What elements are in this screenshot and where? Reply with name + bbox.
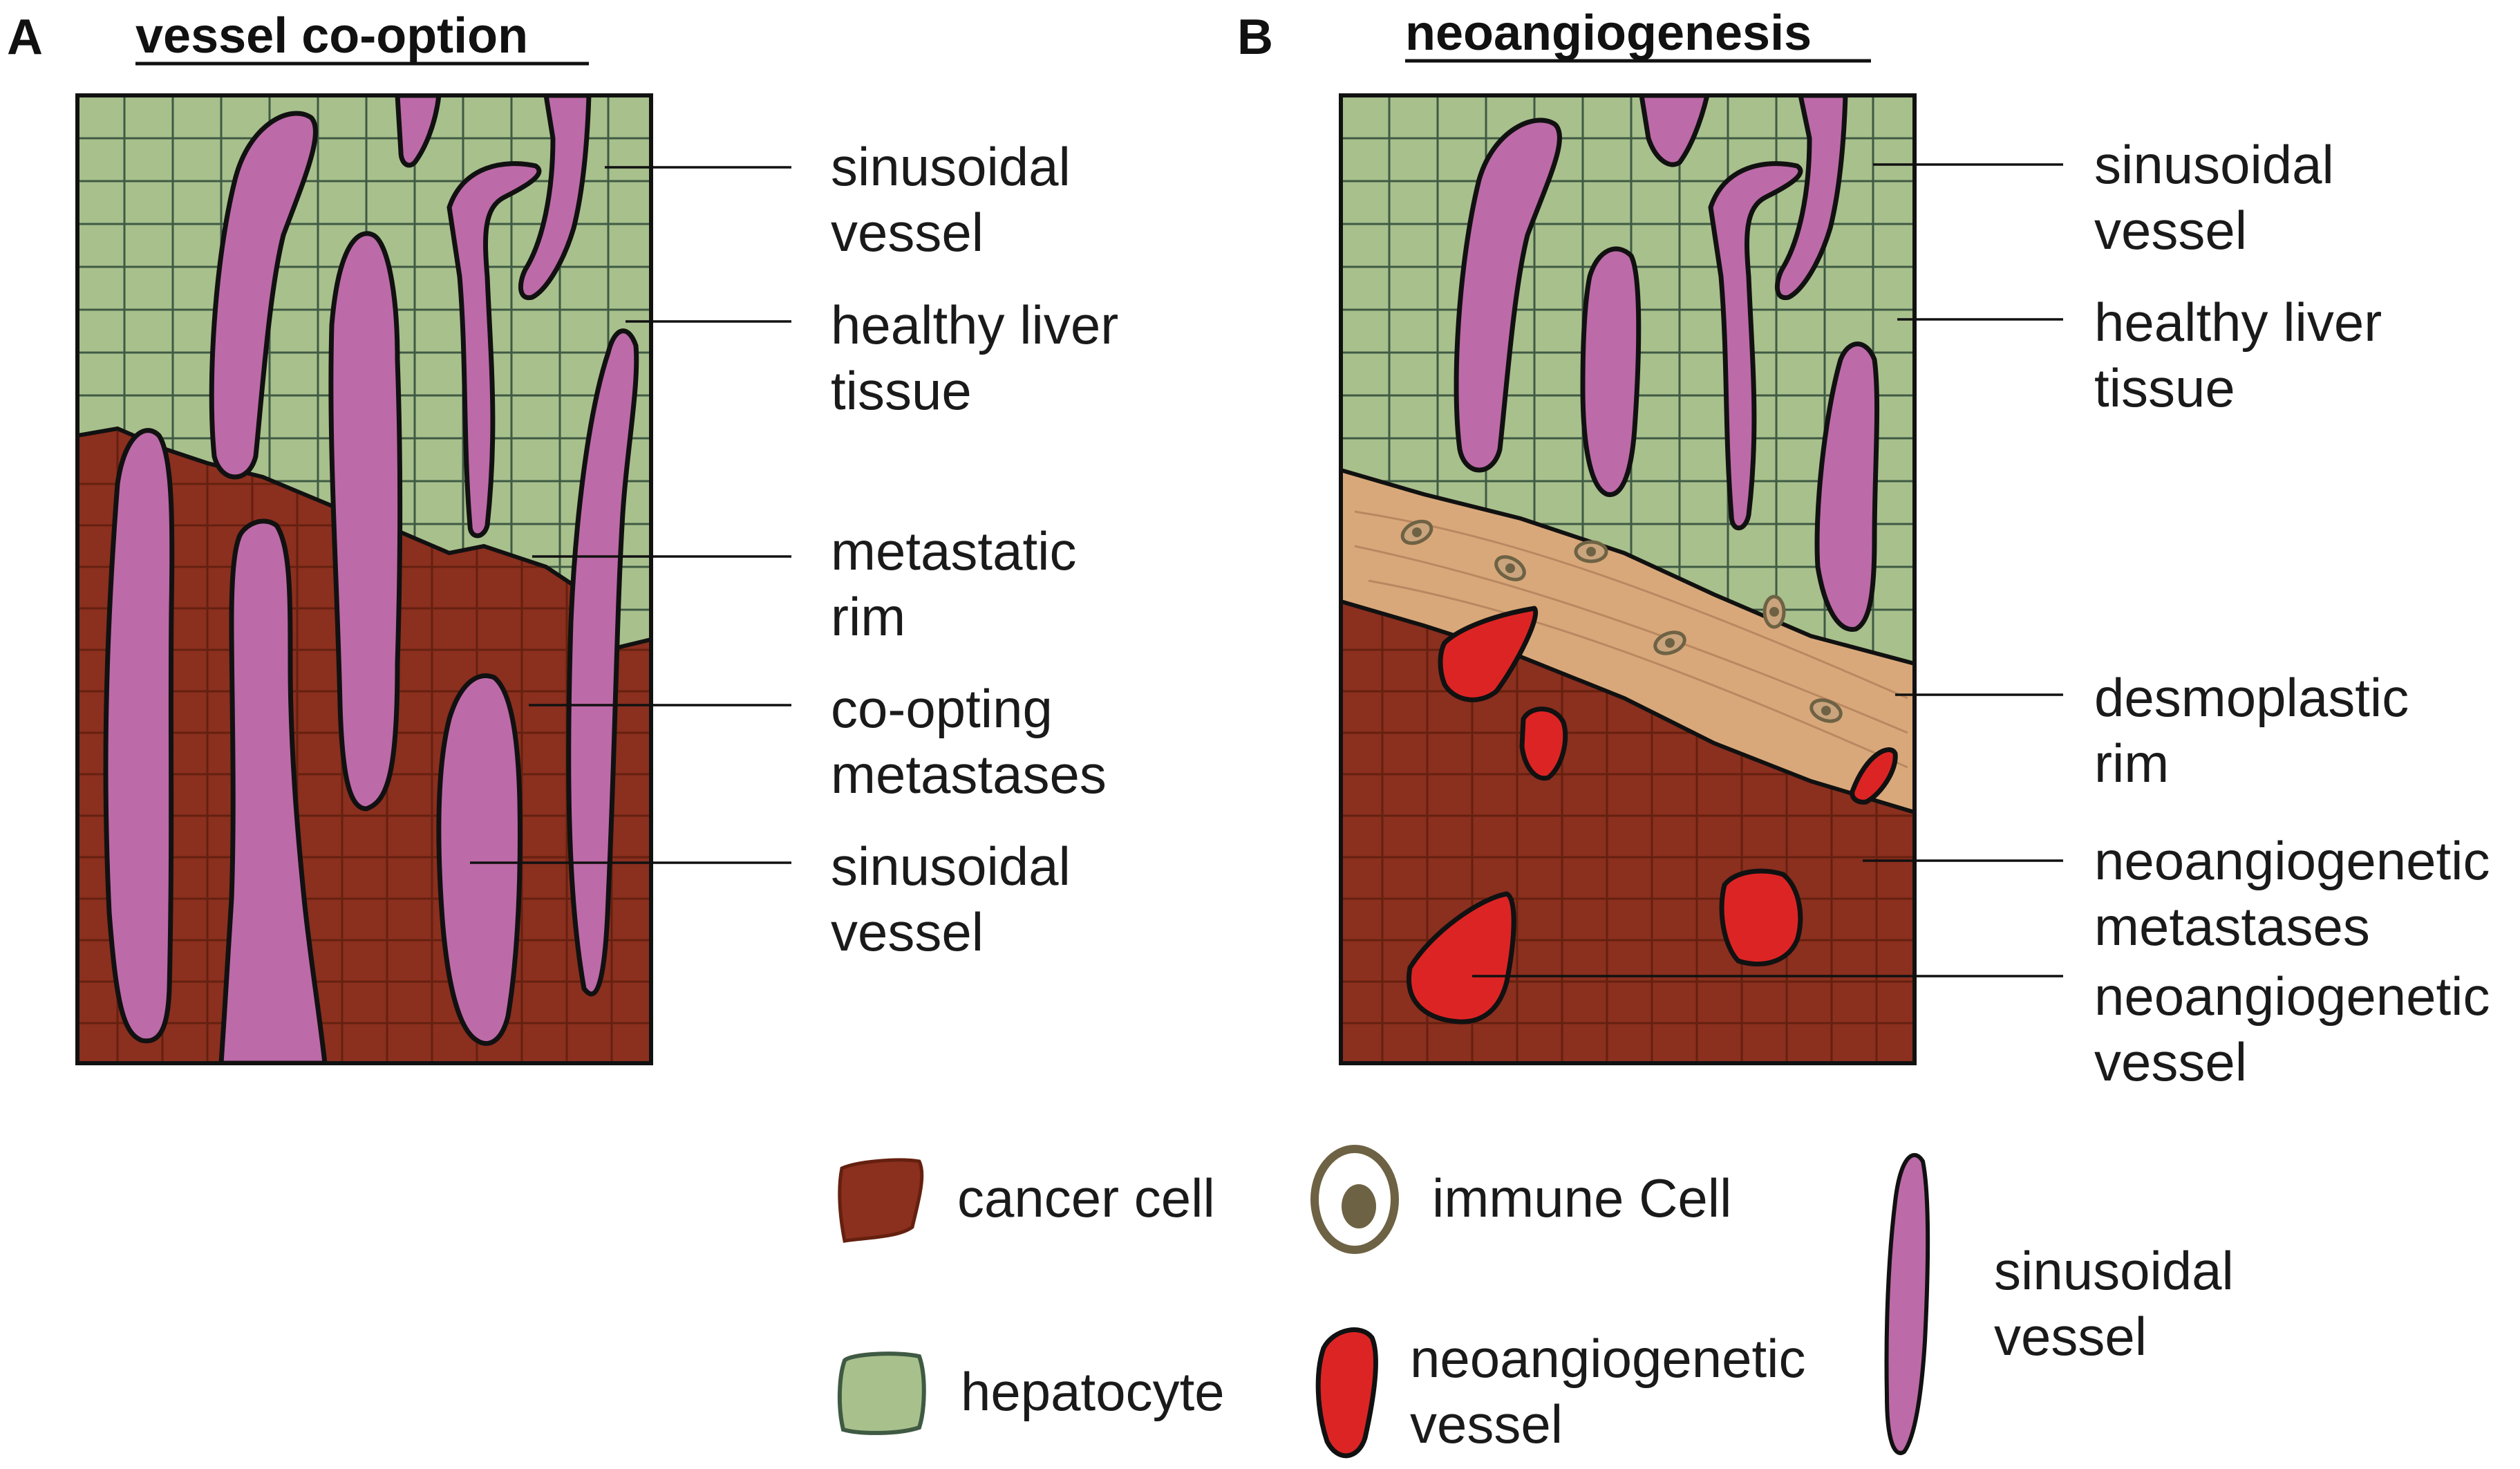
- panel-a-frame: [75, 93, 653, 1065]
- panel-a-label-metastatic-rim: metastatic rim: [831, 521, 1091, 647]
- panel-b-neo-vessel: [1438, 606, 1539, 702]
- panel-b-title: neoangiogenesis: [1405, 6, 1812, 61]
- panel-b-neo-vessel: [1850, 747, 1898, 805]
- panel-b-sinusoid: [1708, 161, 1803, 531]
- panel-a-sinusoid: [209, 111, 318, 480]
- panel-b-sinusoid: [1580, 246, 1642, 497]
- panel-b-sinusoid: [1454, 118, 1562, 473]
- panel-b-frame: [1339, 93, 1917, 1065]
- panel-b-sinusoid: [1774, 95, 1848, 301]
- legend-hepatocyte-swatch: [837, 1351, 926, 1435]
- panel-b-illustration: [1341, 95, 1915, 1063]
- panel-b-neo-vessel: [1519, 707, 1568, 781]
- panel-b-label-sinusoidal-vessel: sinusoidal vessel: [2094, 134, 2349, 261]
- legend-hepatocyte-label: hepatocyte: [961, 1361, 1225, 1422]
- legend-sinusoidal-vessel-label: sinusoidal vessel: [1994, 1240, 2249, 1367]
- panel-a-label-co-opting-metastases: co-opting metastases: [831, 678, 1107, 805]
- panel-a-sinusoid: [395, 95, 442, 168]
- panel-a-sinusoid: [566, 328, 639, 997]
- panel-a-sinusoid: [103, 428, 175, 1044]
- panel-b-label-neoangiogenetic-metastases: neoangiogenetic metastases: [2094, 830, 2505, 957]
- panel-a-sinusoid: [436, 673, 523, 1046]
- panel-b-sinusoid: [1639, 95, 1710, 167]
- panel-b-label-neoangiogenetic-vessel: neoangiogenetic vessel: [2094, 966, 2505, 1092]
- panel-b-sinusoid: [1814, 341, 1880, 632]
- panel-b: B neoangiogenesis: [1237, 6, 2505, 1092]
- panel-a-label-sinusoidal-vessel-bottom: sinusoidal vessel: [831, 836, 1086, 962]
- panel-a-label-sinusoidal-vessel-top: sinusoidal vessel: [831, 136, 1086, 263]
- panel-b-letter: B: [1237, 10, 1273, 65]
- legend-immune-cell-label: immune Cell: [1432, 1168, 1731, 1228]
- panel-a-title: vessel co-option: [135, 8, 528, 64]
- legend-neo-vessel-swatch: [1315, 1327, 1378, 1459]
- panel-b-neo-vessel: [1719, 868, 1803, 967]
- panel-a-sinusoid: [328, 231, 403, 812]
- panel-a-illustration: [77, 95, 651, 1063]
- legend: cancer cell immune Cell hepatocyte neoan…: [837, 1145, 2249, 1459]
- panel-a: A vessel co-option sin: [7, 8, 1134, 1065]
- panel-a-sinusoid: [446, 161, 542, 539]
- panel-a-sinusoid: [218, 518, 328, 1063]
- panel-a-sinusoid: [518, 95, 592, 301]
- legend-immune-nucleus: [1342, 1184, 1376, 1228]
- legend-sinusoid-swatch: [1884, 1152, 1930, 1455]
- panel-b-label-healthy-liver-tissue: healthy liver tissue: [2094, 292, 2397, 418]
- legend-cancer-cell-label: cancer cell: [957, 1168, 1215, 1228]
- panel-a-label-healthy-liver-tissue: healthy liver tissue: [831, 294, 1134, 421]
- panel-b-label-desmoplastic-rim: desmoplastic rim: [2094, 667, 2424, 794]
- legend-cancer-cell-swatch: [838, 1158, 924, 1243]
- panel-a-letter: A: [7, 10, 43, 65]
- legend-neo-vessel-label: neoangiogenetic vessel: [1410, 1328, 1821, 1454]
- panel-b-immune-nuclei: [1412, 527, 1831, 715]
